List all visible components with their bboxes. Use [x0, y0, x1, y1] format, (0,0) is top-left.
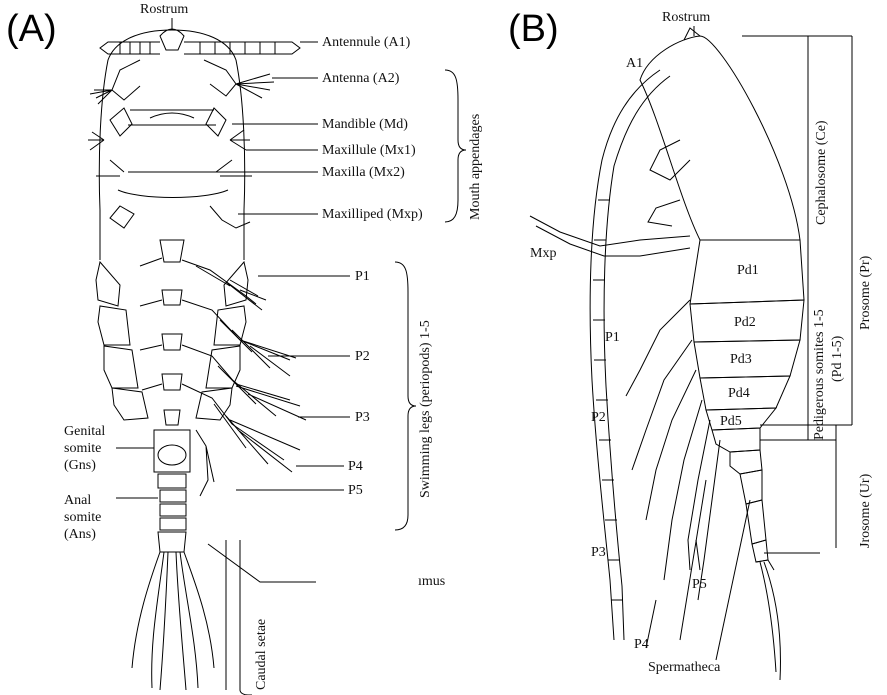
label-p4-a: P4: [348, 459, 363, 475]
label-maxilliped: Maxilliped (Mxp): [322, 207, 423, 223]
label-pd4: Pd4: [728, 386, 750, 402]
label-rostrum-a: Rostrum: [140, 2, 188, 18]
label-prosome: Prosome (Pr): [858, 256, 874, 330]
label-rostrum-b: Rostrum: [662, 10, 710, 26]
label-ramus: ımus: [418, 574, 445, 590]
label-p1-b: P1: [605, 330, 620, 346]
label-p1-a: P1: [355, 269, 370, 285]
panel-a-leaders: [116, 18, 466, 695]
panel-a-body: [88, 29, 306, 690]
label-pd3: Pd3: [730, 352, 752, 368]
label-caudal-setae: Caudal setae: [254, 619, 270, 690]
label-pd1: Pd1: [737, 263, 759, 279]
label-pedigerous-1: Pedigerous somites 1-5: [812, 309, 828, 440]
label-swimming-legs: Swimming legs (periopods) 1-5: [418, 320, 434, 498]
label-anal-3: (Ans): [64, 527, 96, 543]
label-genital-1: Genital: [64, 424, 105, 440]
label-p3-a: P3: [355, 410, 370, 426]
panel-b-letter: (B): [508, 10, 559, 48]
panel-b-body: [530, 28, 804, 680]
label-urosome: Jrosome (Ur): [858, 474, 874, 548]
label-maxilla: Maxilla (Mx2): [322, 165, 405, 181]
panel-a-letter: (A): [6, 10, 57, 48]
label-genital-2: somite: [64, 441, 101, 457]
label-p2-b: P2: [591, 410, 606, 426]
panel-b-brackets: [694, 26, 852, 553]
label-antenna: Antenna (A2): [322, 71, 399, 87]
label-anal-1: Anal: [64, 493, 91, 509]
label-genital-3: (Gns): [64, 458, 96, 474]
label-maxillule: Maxillule (Mx1): [322, 143, 416, 159]
label-antennule: Antennule (A1): [322, 35, 410, 51]
label-p5-b: P5: [692, 577, 707, 593]
label-a1-b: A1: [626, 56, 643, 72]
label-spermatheca: Spermatheca: [648, 660, 720, 676]
label-anal-2: somite: [64, 510, 101, 526]
label-p4-b: P4: [634, 637, 649, 653]
label-mouth-appendages: Mouth appendages: [468, 114, 484, 220]
label-pedigerous-2: (Pd 1-5): [830, 336, 846, 382]
label-pd2: Pd2: [734, 315, 756, 331]
label-mandible: Mandible (Md): [322, 117, 408, 133]
label-p2-a: P2: [355, 349, 370, 365]
label-p3-b: P3: [591, 545, 606, 561]
label-mxp-b: Mxp: [530, 246, 556, 262]
label-p5-a: P5: [348, 483, 363, 499]
label-cephalosome: Cephalosome (Ce): [814, 120, 830, 225]
label-pd5: Pd5: [720, 414, 742, 430]
